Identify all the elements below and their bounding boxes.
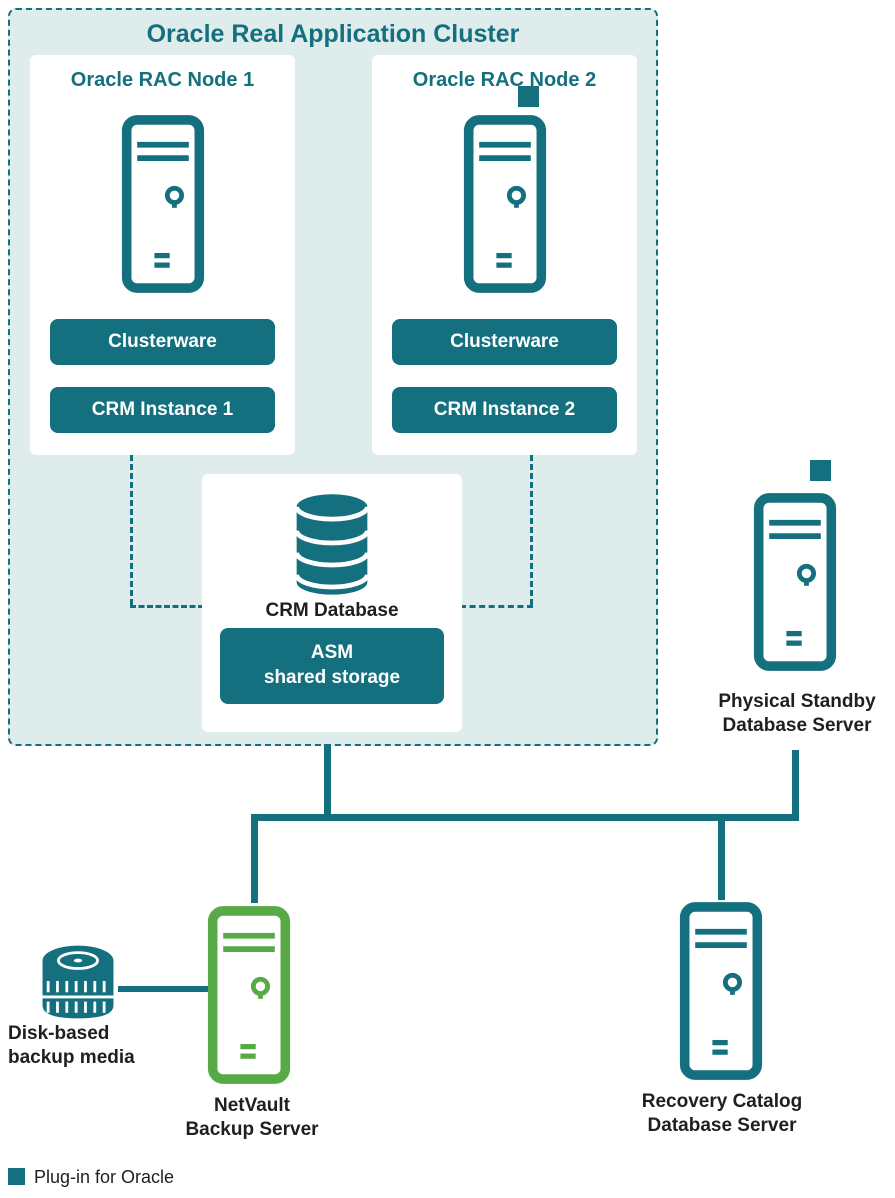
rac-node2-title: Oracle RAC Node 2 (412, 69, 597, 91)
physical-standby-label-line2: Database Server (722, 714, 872, 736)
physical-standby-label: Physical Standby Database Server (695, 690, 895, 738)
crm-instance2-badge: CRM Instance 2 (392, 387, 617, 433)
plugin-square-icon (518, 86, 539, 107)
disk-stack-icon (36, 938, 120, 1026)
disk-netvault-connector (118, 986, 208, 992)
recovery-catalog-label-line2: Database Server (647, 1114, 797, 1136)
rac-node1-box: Oracle RAC Node 1 Clusterware CRM Instan… (30, 55, 295, 455)
netvault-server-label-line2: Backup Server (185, 1118, 319, 1140)
standby-bus-connector (792, 750, 799, 818)
asm-storage-line1: ASM (310, 642, 354, 664)
disk-media-label-line2: backup media (8, 1046, 135, 1068)
network-bus-line (251, 814, 799, 821)
cluster-title: Oracle Real Application Cluster (146, 20, 520, 48)
node1-db-connector-vertical (130, 455, 133, 605)
clusterware-badge: Clusterware (50, 319, 275, 365)
node2-db-connector-horizontal (460, 605, 533, 608)
physical-standby-label-line1: Physical Standby (718, 691, 876, 712)
recovery-catalog-label: Recovery Catalog Database Server (618, 1090, 826, 1138)
cluster-bus-connector (324, 744, 331, 818)
server-tower-icon (120, 109, 206, 299)
recovery-catalog-label-line1: Recovery Catalog (641, 1091, 803, 1112)
plugin-square-icon (810, 460, 831, 481)
clusterware-badge: Clusterware (392, 319, 617, 365)
legend-plugin-square-icon (8, 1168, 25, 1185)
server-tower-icon (462, 109, 548, 299)
disk-media-label: Disk-based backup media (8, 1022, 168, 1070)
netvault-server-label: NetVault Backup Server (150, 1094, 354, 1142)
legend-label: Plug-in for Oracle (34, 1167, 175, 1187)
recovery-bus-connector (718, 818, 725, 900)
crm-instance1-badge: CRM Instance 1 (50, 387, 275, 433)
asm-shared-storage-badge: ASM shared storage (220, 628, 444, 704)
disk-media-label-line1: Disk-based (8, 1023, 110, 1044)
server-tower-icon (752, 487, 838, 677)
server-tower-icon (678, 896, 764, 1086)
rac-node1-title: Oracle RAC Node 1 (70, 69, 255, 91)
oracle-rac-cluster-box: Oracle Real Application Cluster Oracle R… (8, 8, 658, 746)
node2-db-connector-vertical (530, 455, 533, 605)
asm-storage-line2: shared storage (263, 667, 401, 688)
node1-db-connector-horizontal (130, 605, 204, 608)
rac-node2-box: Oracle RAC Node 2 Clusterware CRM Instan… (372, 55, 637, 455)
crm-database-box: CRM Database ASM shared storage (202, 474, 462, 732)
database-cylinder-icon (289, 488, 375, 600)
server-tower-icon (206, 900, 292, 1090)
crm-database-title: CRM Database (265, 600, 399, 621)
netvault-bus-connector (251, 818, 258, 903)
netvault-server-label-line1: NetVault (213, 1095, 291, 1116)
